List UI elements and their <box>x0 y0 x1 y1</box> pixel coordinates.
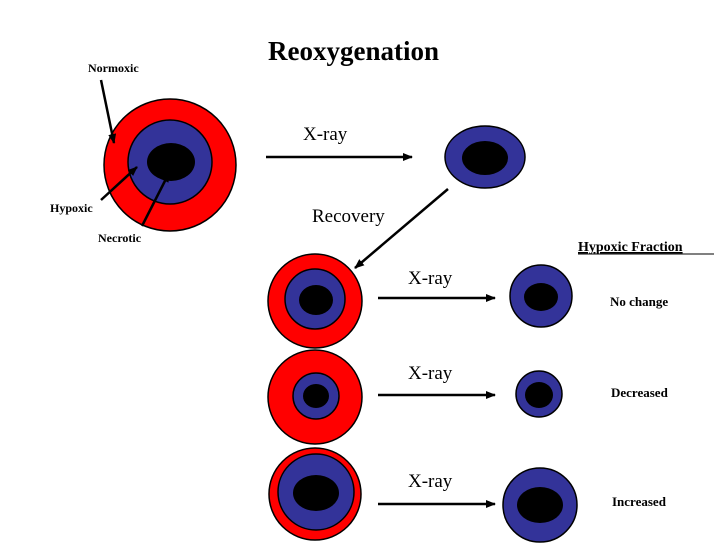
necrotic-core <box>293 475 339 511</box>
result-tumor-row-2 <box>515 370 563 418</box>
result-tumor-row-3 <box>502 467 578 543</box>
recovered-tumor-row-3 <box>268 447 362 541</box>
necrotic-core <box>517 487 563 523</box>
normoxic-pointer <box>99 79 117 144</box>
page-title: Reoxygenation <box>268 36 439 66</box>
recovered-tumor-row-1 <box>267 253 363 349</box>
recovery-arrow <box>354 188 449 269</box>
necrotic-core <box>147 143 195 181</box>
hypoxic-pointer <box>100 166 138 201</box>
hypoxic-fraction-no-change: No change <box>610 294 668 309</box>
hypoxic-label: Hypoxic <box>50 201 93 215</box>
recovered-tumor-row-2 <box>267 349 363 445</box>
xray-row-1-label: X-ray <box>408 268 453 289</box>
result-tumor-row-1 <box>509 264 573 328</box>
hypoxic-fraction-increased: Increased <box>612 494 667 509</box>
hypoxic-fraction-header: Hypoxic Fraction <box>578 240 683 255</box>
xray-row-2-label: X-ray <box>408 363 453 384</box>
hypoxic-fraction-decreased: Decreased <box>611 385 669 400</box>
irradiated-tumor <box>444 125 526 189</box>
necrotic-core <box>524 283 558 311</box>
normoxic-label: Normoxic <box>88 61 139 75</box>
necrotic-pointer <box>140 172 171 227</box>
xray-first-label: X-ray <box>303 124 348 145</box>
xray-row-3-label: X-ray <box>408 471 453 492</box>
initial-tumor <box>103 98 237 232</box>
necrotic-core <box>525 382 553 408</box>
recovery-label: Recovery <box>312 206 385 227</box>
necrotic-core <box>303 384 329 408</box>
necrotic-label: Necrotic <box>98 231 142 245</box>
necrotic-core <box>462 141 508 175</box>
necrotic-core <box>299 285 333 315</box>
